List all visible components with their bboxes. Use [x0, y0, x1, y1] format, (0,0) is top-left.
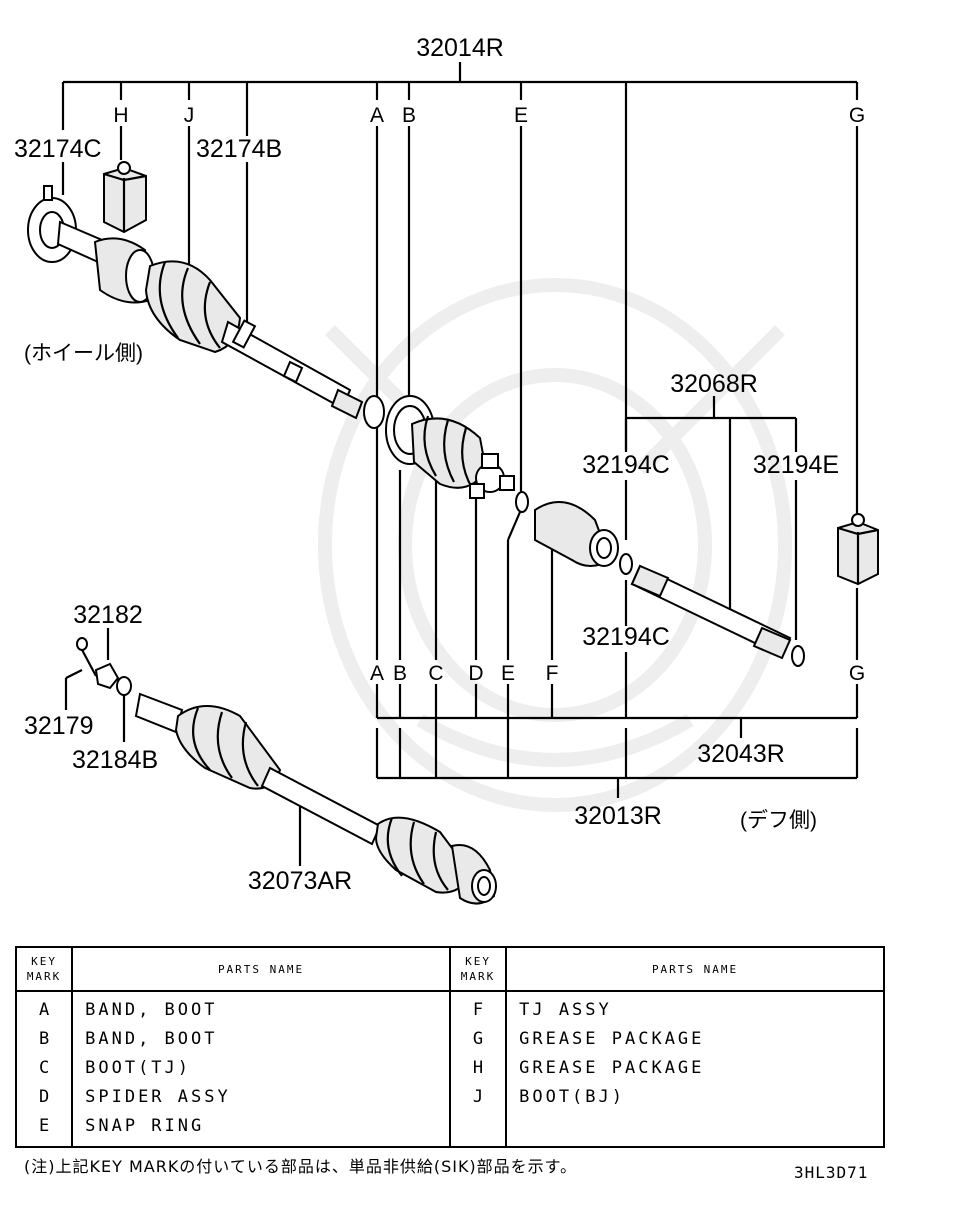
upper-shaft-assembly [27, 185, 805, 667]
leader-lines [61, 62, 859, 866]
table-row-name: BAND, BOOT [85, 1000, 218, 1020]
label-32013r: 32013R [574, 802, 662, 830]
table-row-key: B [38, 1029, 50, 1049]
table-row-key: J [472, 1087, 484, 1107]
key-mark-header-right: KEY MARK [448, 946, 508, 992]
label-32179: 32179 [24, 712, 94, 740]
circlip-32194c [619, 553, 633, 575]
key-mark-g-bottom: G [849, 662, 865, 685]
table-row-name: SPIDER ASSY [85, 1087, 231, 1107]
label-32043r: 32043R [697, 740, 785, 768]
label-32174c: 32174C [14, 135, 102, 163]
exploded-parts-diagram: 32014R 32174C 32174B 32068R 32194C 32194… [14, 34, 879, 905]
key-mark-g-top: G [849, 104, 865, 127]
table-row-name: BOOT(TJ) [85, 1058, 192, 1078]
lower-shaft-assembly-32073ar [76, 637, 497, 905]
parts-name-header-right: PARTS NAME [505, 946, 885, 992]
table-row-name: TJ ASSY [519, 1000, 612, 1020]
table-row-name: SNAP RING [85, 1116, 205, 1136]
cotter-pin-32179 [76, 637, 88, 651]
label-32194e: 32194E [753, 451, 839, 479]
key-column-left: A B C D E [14, 990, 74, 1148]
key-mark-a-bottom: A [370, 662, 384, 685]
label-wheel-side: (ホイール側) [24, 342, 143, 365]
key-mark-f: F [546, 662, 559, 685]
label-32182: 32182 [73, 601, 143, 629]
lower-bj-boot [174, 705, 282, 790]
key-mark-e-bottom: E [501, 662, 515, 685]
lower-tj-boot [374, 816, 472, 894]
key-mark-c: C [428, 662, 443, 685]
table-row-key: E [38, 1116, 50, 1136]
key-mark-labels-bottom: A B C D E F G [370, 662, 865, 685]
table-row-key: D [38, 1087, 50, 1107]
table-body-row: A B C D E BAND, BOOT BAND, BOOT BOOT(TJ)… [14, 990, 885, 1148]
table-row-name: BOOT(BJ) [519, 1087, 625, 1107]
table-header-row: KEY MARK PARTS NAME KEY MARK PARTS NAME [14, 946, 885, 992]
label-32068r: 32068R [670, 370, 758, 398]
table-row-key: G [472, 1029, 484, 1049]
washer-32184b [116, 676, 132, 696]
table-row-name: GREASE PACKAGE [519, 1029, 705, 1049]
parts-name-header-left: PARTS NAME [71, 946, 451, 992]
lower-shaft [260, 766, 382, 846]
table-row-name: BAND, BOOT [85, 1029, 218, 1049]
table-row-name: GREASE PACKAGE [519, 1058, 705, 1078]
snap-ring-e [515, 491, 529, 513]
key-mark-d: D [468, 662, 483, 685]
key-mark-j: J [184, 104, 195, 127]
name-column-left: BAND, BOOT BAND, BOOT BOOT(TJ) SPIDER AS… [71, 990, 451, 1148]
grease-package-h-icon [103, 161, 147, 234]
key-mark-h: H [113, 104, 128, 127]
ring-32194e [791, 645, 805, 667]
band-boot-a [363, 395, 385, 429]
label-32194c-bottom: 32194C [582, 623, 670, 651]
key-mark-a-top: A [370, 104, 384, 127]
label-32174b: 32174B [196, 135, 282, 163]
grease-package-g-icon [837, 513, 879, 586]
label-32184b: 32184B [72, 746, 158, 774]
table-row-key: F [472, 1000, 484, 1020]
label-32194c-top: 32194C [582, 451, 670, 479]
key-mark-e-top: E [514, 104, 528, 127]
label-32014r: 32014R [416, 34, 504, 62]
key-column-right: F G H J [448, 990, 508, 1148]
key-mark-header-left: KEY MARK [14, 946, 74, 992]
footnote: (注)上記KEY MARKの付いている部品は、単品非供給(SIK)部品を示す。 [24, 1157, 578, 1176]
table-row-key: H [472, 1058, 484, 1078]
figure-code: 3HL3D71 [794, 1163, 869, 1182]
name-column-right: TJ ASSY GREASE PACKAGE GREASE PACKAGE BO… [505, 990, 885, 1148]
label-diff-side: (デフ側) [740, 809, 817, 832]
key-mark-labels-top: H J A B E G [113, 104, 865, 127]
parts-key-table: KEY MARK PARTS NAME KEY MARK PARTS NAME … [14, 946, 885, 1148]
key-mark-b-top: B [402, 104, 416, 127]
label-32073ar: 32073AR [248, 867, 352, 895]
table-row-key: A [38, 1000, 50, 1020]
key-mark-b-bottom: B [393, 662, 407, 685]
part-number-labels: 32014R 32174C 32174B 32068R 32194C 32194… [14, 34, 839, 895]
nut-32182 [94, 662, 120, 690]
table-row-key: C [38, 1058, 50, 1078]
